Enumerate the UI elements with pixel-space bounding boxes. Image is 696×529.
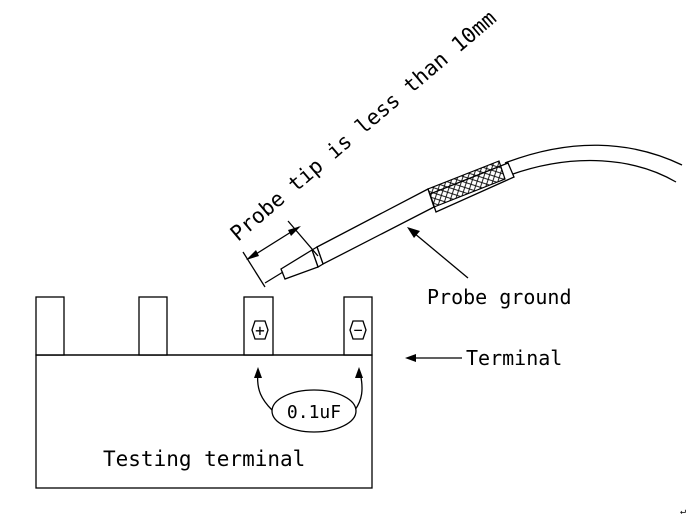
probe-ground-callout: Probe ground [407, 227, 572, 309]
arrowhead-icon [254, 367, 262, 378]
testing-terminal-label: Testing terminal [103, 447, 305, 471]
probe-knurled-grip [427, 160, 506, 208]
capacitor-annotation: 0.1uF [254, 367, 363, 433]
probe-ground-label: Probe ground [427, 285, 572, 309]
probe-cable-lower [509, 159, 677, 183]
minus-hex-icon: − [349, 320, 367, 340]
arrowhead-icon [355, 367, 363, 378]
probe-tip-note: Probe tip is less than 10mm [226, 6, 501, 246]
terminal-pin-1 [35, 296, 65, 356]
arrowhead-icon [405, 354, 416, 362]
terminal-pin-2 [138, 296, 168, 356]
capacitor-label: 0.1uF [287, 402, 341, 423]
probe-cable-upper [504, 144, 683, 166]
arrowhead-icon [288, 226, 301, 236]
oscilloscope-probe [264, 144, 683, 284]
terminal-callout: Terminal [405, 346, 562, 370]
arrowhead-icon [246, 250, 259, 260]
capacitor-ellipse [271, 389, 357, 433]
minus-symbol: − [353, 321, 362, 339]
plus-symbol: + [255, 321, 265, 340]
probe-ground-leader [413, 232, 469, 279]
extension-line [287, 220, 319, 257]
probe-tip-sleeve [280, 249, 319, 280]
tip-length-dimension: Probe tip is less than 10mm [226, 6, 501, 288]
terminal-label: Terminal [466, 346, 562, 370]
arrowhead-icon [407, 227, 420, 238]
probe-tip [264, 271, 284, 284]
extension-line [242, 251, 266, 288]
return-mark: ↵ [680, 506, 686, 517]
plus-hex-icon: + [251, 320, 269, 340]
probe-barrel [316, 188, 435, 265]
